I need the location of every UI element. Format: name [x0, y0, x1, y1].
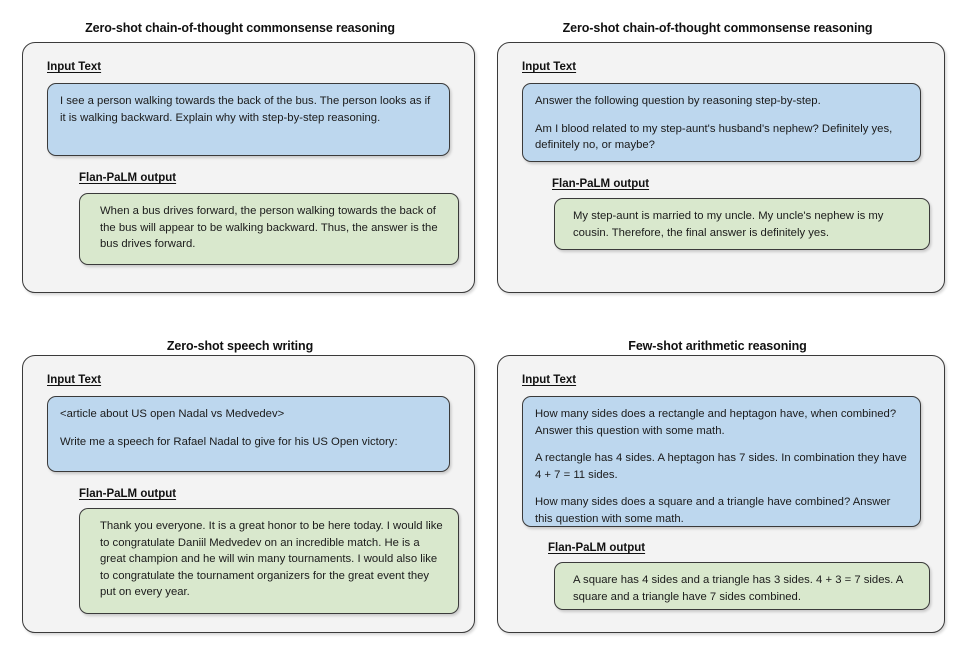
input-text-label: Input Text [47, 61, 102, 73]
input-paragraph: Write me a speech for Rafael Nadal to gi… [60, 435, 398, 448]
input-paragraph: I see a person walking towards the back … [60, 95, 431, 124]
panel-title: Zero-shot chain-of-thought commonsense r… [85, 21, 395, 35]
input-paragraph: Answer the following question by reasoni… [535, 95, 821, 107]
input-text-label: Input Text [522, 61, 577, 73]
output-label: Flan-PaLM output [552, 178, 650, 190]
output-label: Flan-PaLM output [79, 172, 177, 184]
panel-title: Few-shot arithmetic reasoning [628, 339, 807, 353]
input-text-bubble: Answer the following question by reasoni… [522, 83, 921, 162]
output-label: Flan-PaLM output [548, 542, 646, 554]
panel-card: Input Text <article about US open Nadal … [22, 355, 475, 633]
output-bubble: When a bus drives forward, the person wa… [79, 193, 459, 265]
input-text-label: Input Text [522, 374, 577, 386]
output-paragraph: A square has 4 sides and a triangle has … [573, 574, 903, 603]
output-label: Flan-PaLM output [79, 488, 177, 500]
panel-title: Zero-shot chain-of-thought commonsense r… [562, 21, 873, 35]
output-bubble: My step-aunt is married to my uncle. My … [554, 198, 930, 250]
input-paragraph: <article about US open Nadal vs Medvedev… [60, 408, 285, 420]
panel-zero-shot-cot-bus: Zero-shot chain-of-thought commonsense r… [0, 0, 480, 318]
output-paragraph: My step-aunt is married to my uncle. My … [573, 210, 884, 239]
output-paragraph: Thank you everyone. It is a great honor … [100, 520, 443, 598]
panel-title: Zero-shot speech writing [166, 339, 314, 353]
output-bubble: Thank you everyone. It is a great honor … [79, 508, 459, 614]
input-text-bubble: I see a person walking towards the back … [47, 83, 450, 156]
panel-zero-shot-speech-writing: Zero-shot speech writing Input Text <art… [0, 318, 480, 660]
input-paragraph: Am I blood related to my step-aunt's hus… [535, 122, 893, 152]
input-text-label: Input Text [47, 374, 102, 386]
panel-zero-shot-cot-stepaunt: Zero-shot chain-of-thought commonsense r… [480, 0, 955, 318]
output-paragraph: When a bus drives forward, the person wa… [100, 205, 438, 250]
input-paragraph: How many sides does a square and a trian… [535, 496, 891, 525]
panel-card: Input Text How many sides does a rectang… [497, 355, 945, 633]
panel-card: Input Text Answer the following question… [497, 42, 945, 293]
output-bubble: A square has 4 sides and a triangle has … [554, 562, 930, 610]
input-text-bubble: <article about US open Nadal vs Medvedev… [47, 396, 450, 472]
panel-few-shot-arithmetic-reasoning: Few-shot arithmetic reasoning Input Text… [480, 318, 955, 660]
input-text-bubble: How many sides does a rectangle and hept… [522, 396, 921, 527]
panel-card: Input Text I see a person walking toward… [22, 42, 475, 293]
input-paragraph: How many sides does a rectangle and hept… [535, 408, 897, 437]
input-paragraph: A rectangle has 4 sides. A heptagon has … [535, 452, 907, 481]
